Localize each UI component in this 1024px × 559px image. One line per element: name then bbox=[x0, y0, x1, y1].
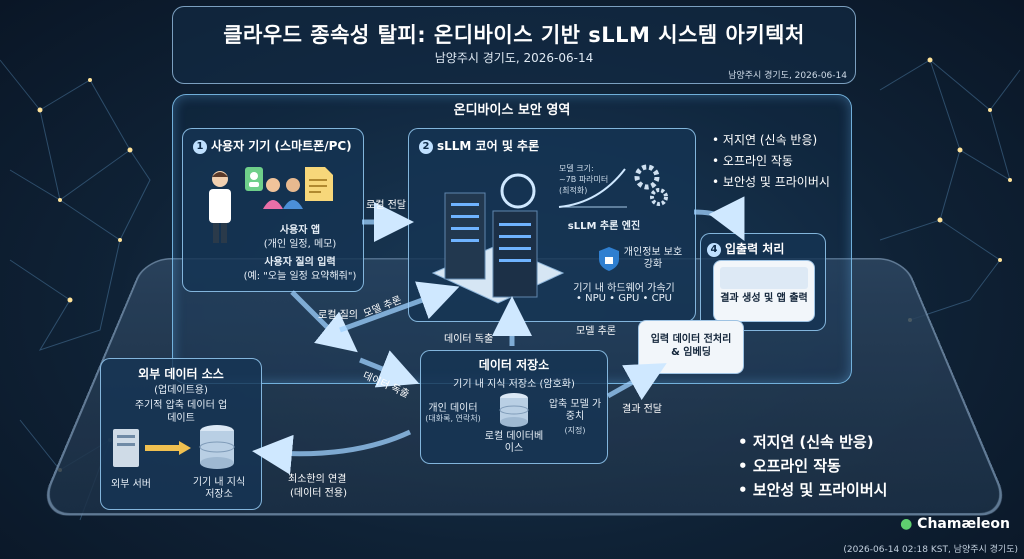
step-badge: 2 bbox=[419, 140, 433, 154]
personal-label: 개인 데이터 bbox=[428, 403, 478, 414]
accel-cpu: CPU bbox=[651, 293, 672, 304]
brand-name: Chamæleon bbox=[917, 516, 1010, 532]
result-preview bbox=[720, 267, 808, 289]
result-card: 결과 생성 및 앱 출력 bbox=[713, 260, 815, 322]
zone-label: 온디바이스 보안 영역 bbox=[453, 103, 571, 118]
external-title: 외부 데이터 소스 bbox=[138, 367, 224, 381]
weights-label: 압축 모델 가중치 bbox=[548, 399, 602, 422]
memo-icon bbox=[305, 167, 333, 201]
app-desc: (개인 일정, 메모) bbox=[263, 239, 337, 250]
lock-icon bbox=[599, 247, 619, 271]
page-title: 클라우드 종속성 탈피: 온디바이스 기반 sLLM 시스템 아키텍처 bbox=[223, 23, 805, 47]
step-badge: 1 bbox=[193, 140, 207, 154]
model-size-note: (최적화) bbox=[559, 186, 588, 195]
app-label: 사용자 앱 bbox=[279, 225, 321, 236]
accel-list: • NPU • GPU • CPU bbox=[576, 293, 672, 304]
arrow-label-local-query: 로컬 질의 bbox=[318, 310, 358, 321]
chameleon-icon: ● bbox=[900, 516, 913, 532]
title-box: 클라우드 종속성 탈피: 온디바이스 기반 sLLM 시스템 아키텍처 남양주시… bbox=[172, 6, 856, 84]
database-icon bbox=[199, 425, 235, 469]
data-storage-panel: 데이터 저장소 기기 내 지식 저장소 (암호화) 개인 데이터 (대화록, 연… bbox=[420, 350, 608, 464]
benefits-top: • 저지연 (신속 반응) • 오프라인 작동 • 보안성 및 프라이버시 bbox=[712, 130, 830, 193]
arrow-label-data-read: 데이터 독출 bbox=[444, 334, 494, 345]
server-label: 외부 서버 bbox=[111, 479, 151, 490]
brand-logo: ● Chamæleon bbox=[900, 516, 1010, 532]
model-size-value: ~7B 파라미터 bbox=[559, 175, 609, 184]
external-title-note: (업데이트용) bbox=[154, 385, 208, 396]
preprocess-label: 입력 데이터 전처리 & 임베딩 bbox=[650, 334, 732, 358]
store-label: 기기 내 지식 저장소 bbox=[192, 477, 246, 500]
preprocess-card: 입력 데이터 전처리 & 임베딩 bbox=[638, 320, 744, 374]
contact-app-icon bbox=[245, 167, 263, 191]
benefit-item: • 오프라인 작동 bbox=[712, 154, 793, 168]
benefit-item: • 보안성 및 프라이버시 bbox=[738, 481, 888, 499]
accel-gpu: GPU bbox=[618, 293, 640, 304]
arrow-label-result-forward: 결과 전달 bbox=[622, 404, 662, 415]
update-label: 주기적 압축 데이터 업데이트 bbox=[134, 400, 228, 424]
users-icon bbox=[263, 178, 303, 209]
db-label: 로컬 데이터베이스 bbox=[484, 431, 544, 454]
server-stack-icon bbox=[431, 173, 565, 304]
benefit-item: • 보안성 및 프라이버시 bbox=[712, 175, 830, 189]
input-example: (예: "오늘 일정 요약해줘") bbox=[243, 271, 357, 282]
arrow-label-model-infer2: 모델 추론 bbox=[576, 326, 616, 337]
arrow-label-min-connect-note: (데이터 전용) bbox=[290, 488, 347, 499]
gear-icon bbox=[634, 164, 668, 206]
scientist-icon bbox=[209, 171, 231, 243]
step-badge: 4 bbox=[707, 243, 721, 257]
weights-note: (지정) bbox=[564, 426, 586, 435]
benefit-item: • 저지연 (신속 반응) bbox=[712, 133, 818, 147]
input-label: 사용자 질의 입력 bbox=[264, 257, 336, 268]
personal-note: (대화록, 연락처) bbox=[425, 414, 481, 423]
engine-label: sLLM 추론 엔진 bbox=[567, 221, 641, 232]
benefit-item: • 저지연 (신속 반응) bbox=[738, 433, 874, 451]
page-subtitle: 남양주시 경기도, 2026-06-14 bbox=[434, 51, 594, 65]
storage-subtitle: 기기 내 지식 저장소 (암호화) bbox=[453, 379, 575, 390]
benefit-item: • 오프라인 작동 bbox=[738, 457, 841, 475]
privacy-label: 개인정보 보호 강화 bbox=[623, 247, 683, 270]
server-icon bbox=[113, 429, 139, 467]
database-icon bbox=[499, 393, 529, 427]
model-size-label: 모델 크기: bbox=[559, 164, 594, 173]
storage-title: 데이터 저장소 bbox=[478, 358, 550, 372]
accel-npu: NPU bbox=[585, 293, 606, 304]
title-meta: 남양주시 경기도, 2026-06-14 bbox=[728, 71, 847, 81]
external-source-panel: 외부 데이터 소스 (업데이트용) 주기적 압축 데이터 업데이트 외부 서버 … bbox=[100, 358, 262, 510]
arrow-label-local-forward: 로컬 전달 bbox=[366, 200, 406, 211]
footer-meta: (2026-06-14 02:18 KST, 남양주시 경기도) bbox=[843, 545, 1018, 555]
result-label: 결과 생성 및 앱 출력 bbox=[720, 293, 808, 304]
growth-curve-icon bbox=[558, 168, 627, 208]
benefits-bottom: • 저지연 (신속 반응) • 오프라인 작동 • 보안성 및 프라이버시 bbox=[738, 430, 887, 502]
accel-label: 기기 내 하드웨어 가속기 bbox=[573, 283, 675, 294]
arrow-label-min-connect: 최소한의 연결 bbox=[288, 474, 347, 485]
arrow-right-icon bbox=[145, 441, 191, 455]
